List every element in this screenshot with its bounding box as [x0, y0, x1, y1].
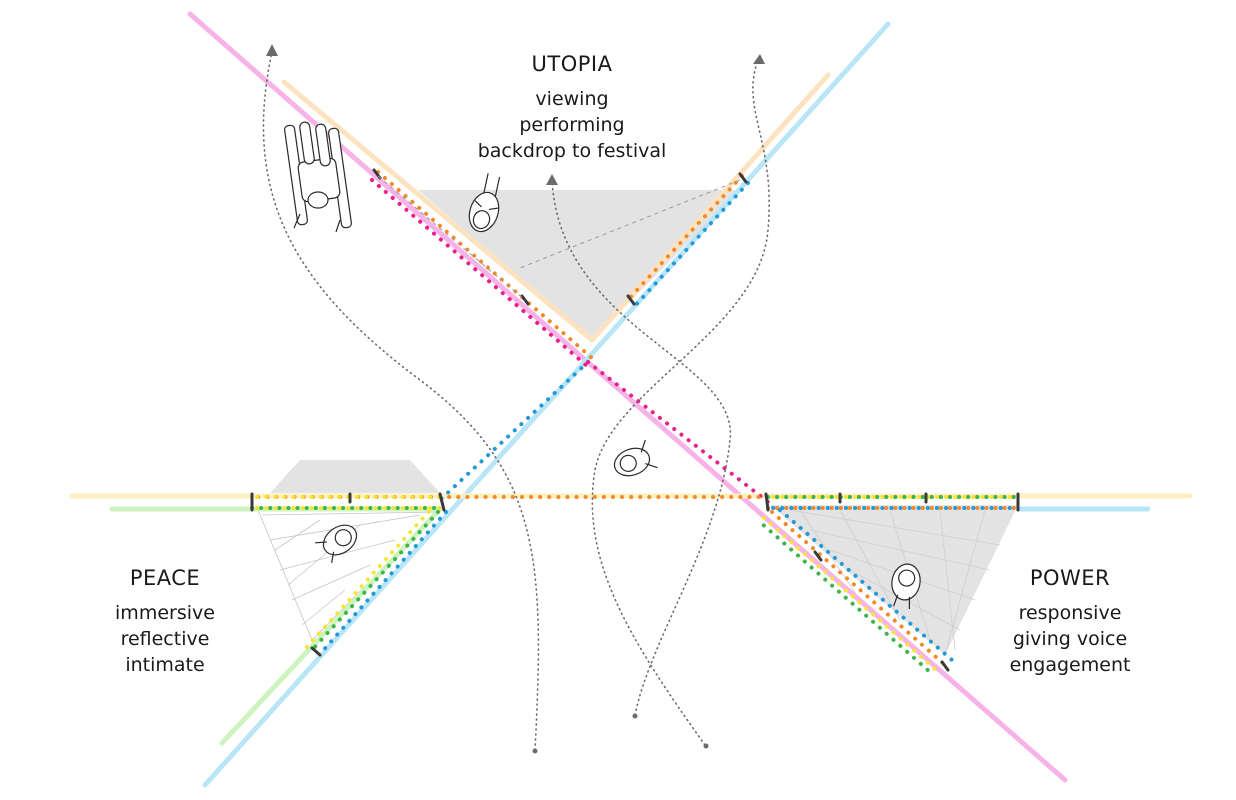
sightlines	[377, 175, 741, 301]
utopia-heading: UTOPIA	[531, 52, 613, 76]
power-label: POWER responsive giving voice engagement	[985, 566, 1155, 678]
path-start-dots	[532, 713, 709, 754]
peace-label: PEACE immersive reflective intimate	[80, 566, 250, 678]
dotted-lines	[250, 170, 1020, 674]
power-line-1: responsive	[1018, 602, 1122, 624]
person-top-view-icon	[468, 173, 501, 233]
peace-heading: PEACE	[129, 566, 201, 590]
power-line-3: engagement	[1009, 654, 1131, 676]
walking-paths	[262, 51, 770, 751]
utopia-label: UTOPIA viewing performing backdrop to fe…	[472, 52, 672, 164]
power-hatching	[789, 509, 1001, 656]
utopia-line-2: performing	[519, 114, 625, 136]
utopia-line-3: backdrop to festival	[477, 140, 667, 162]
peace-line-1: immersive	[115, 602, 215, 624]
path-arrowheads	[266, 44, 765, 185]
peace-line-3: intimate	[125, 654, 205, 676]
person-top-view-icon	[891, 563, 921, 609]
power-line-2: giving voice	[1012, 628, 1128, 650]
peace-shaded-area	[270, 460, 440, 493]
utopia-line-1: viewing	[535, 88, 609, 110]
peace-line-2: reflective	[120, 628, 210, 650]
power-heading: POWER	[1029, 566, 1111, 590]
wheelchair-user-icon	[284, 121, 352, 233]
person-top-view-icon	[315, 524, 358, 564]
person-top-view-icon	[613, 439, 658, 477]
